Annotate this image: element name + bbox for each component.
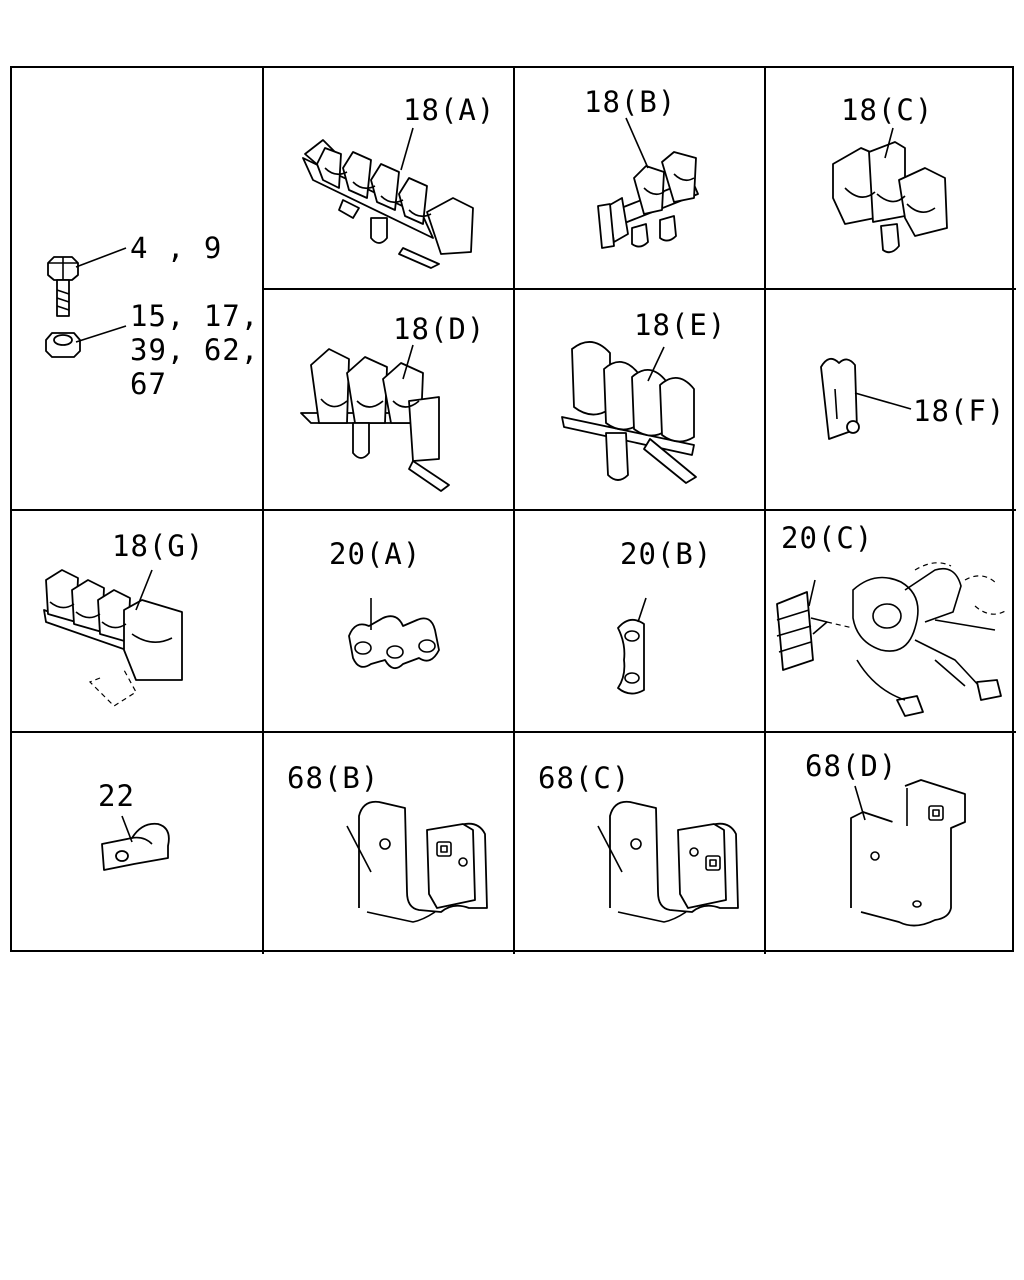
clip-18e-drawing xyxy=(514,289,765,510)
clip-20a-label: 20(A) xyxy=(329,537,422,571)
cell-bracket-68d: 68(D) xyxy=(765,732,1016,954)
bracket-68d-drawing xyxy=(765,732,1016,954)
clip-18d-drawing xyxy=(263,289,514,510)
cell-clip-18e: 18(E) xyxy=(514,289,765,510)
clip-18c-drawing xyxy=(765,68,1016,289)
cell-clip-18c: 18(C) xyxy=(765,68,1016,289)
grid-lines xyxy=(12,68,1016,954)
clip-20b-label: 20(B) xyxy=(620,537,713,571)
bracket-68b-drawing xyxy=(263,732,514,954)
bracket-68c-drawing xyxy=(514,732,765,954)
bolt-callout: 4 , 9 xyxy=(130,231,223,265)
nut-callout-line1: 15, 17, xyxy=(130,299,260,333)
bracket-68c-label: 68(C) xyxy=(538,761,631,795)
clip-18a-drawing xyxy=(263,68,514,289)
nut-callout-line3: 67 xyxy=(130,367,167,401)
clip-18f-drawing xyxy=(765,289,1016,510)
clip-18g-label: 18(G) xyxy=(112,529,205,563)
cell-clip-18f: 18(F) xyxy=(765,289,1016,510)
clip-20c-drawing xyxy=(765,510,1016,732)
cell-fasteners: 4 , 9 15, 17, 39, 62, 67 xyxy=(12,68,263,510)
cell-clip-20a: 20(A) xyxy=(263,510,514,732)
cell-clip-18d: 18(D) xyxy=(263,289,514,510)
cell-clip-18a: 18(A) xyxy=(263,68,514,289)
cell-bracket-68c: 68(C) xyxy=(514,732,765,954)
cell-clip-20b: 20(B) xyxy=(514,510,765,732)
bracket-68d-label: 68(D) xyxy=(805,749,898,783)
clip-18d-label: 18(D) xyxy=(393,312,486,346)
clip-18b-label: 18(B) xyxy=(584,85,677,119)
cell-clip-18b: 18(B) xyxy=(514,68,765,289)
bracket-68b-label: 68(B) xyxy=(287,761,380,795)
clip-18c-label: 18(C) xyxy=(841,93,934,127)
bracket-22-drawing xyxy=(12,732,263,954)
bolt-drawing xyxy=(12,68,263,510)
parts-grid: 4 , 9 15, 17, 39, 62, 67 18(A) xyxy=(10,66,1014,952)
cell-bracket-68b: 68(B) xyxy=(263,732,514,954)
clip-18g-drawing xyxy=(12,510,263,732)
bracket-22-label: 22 xyxy=(98,779,135,813)
cell-clip-20c: 20(C) xyxy=(765,510,1016,732)
clip-20a-drawing xyxy=(263,510,514,732)
clip-18b-drawing xyxy=(514,68,765,289)
clip-18a-label: 18(A) xyxy=(403,93,496,127)
cell-bracket-22: 22 xyxy=(12,732,263,954)
cell-clip-18g: 18(G) xyxy=(12,510,263,732)
nut-callout-line2: 39, 62, xyxy=(130,333,260,367)
clip-18f-label: 18(F) xyxy=(913,394,1006,428)
clip-20b-drawing xyxy=(514,510,765,732)
clip-18e-label: 18(E) xyxy=(634,308,727,342)
clip-20c-label: 20(C) xyxy=(781,521,874,555)
